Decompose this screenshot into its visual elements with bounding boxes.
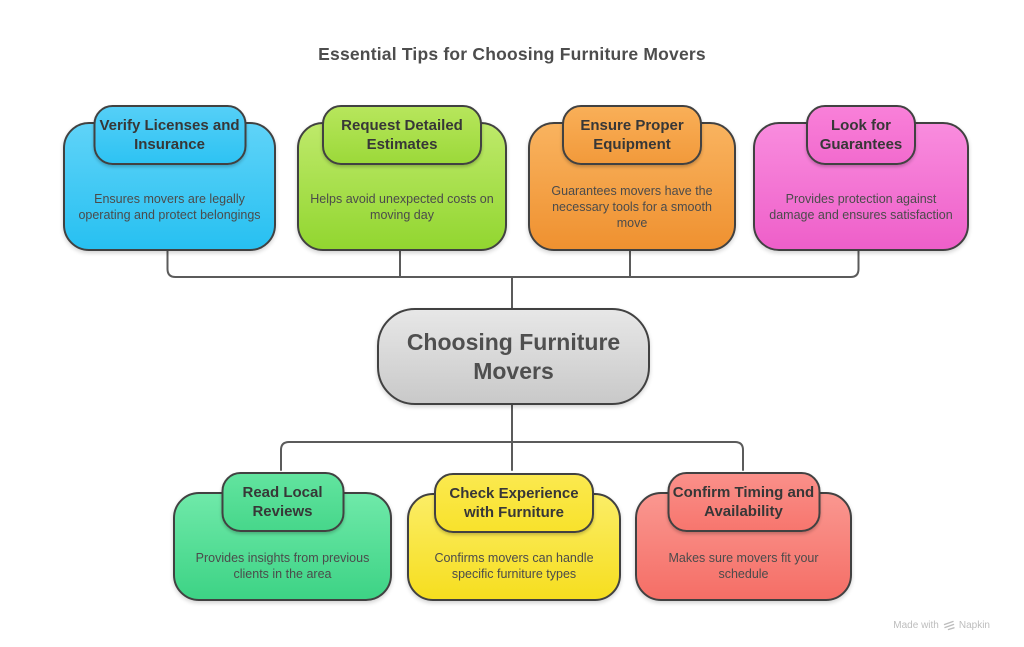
napkin-logo-icon bbox=[943, 620, 955, 631]
node-check-experience: Check Experience with Furniture Confirms… bbox=[407, 473, 621, 601]
node-title: Look for Guarantees bbox=[819, 117, 903, 153]
node-header-pill: Look for Guarantees bbox=[806, 105, 916, 165]
node-header-pill: Ensure Proper Equipment bbox=[562, 105, 702, 165]
node-description: Confirms movers can handle specific furn… bbox=[434, 551, 594, 581]
node-read-reviews: Read Local Reviews Provides insights fro… bbox=[173, 472, 392, 601]
node-title: Ensure Proper Equipment bbox=[580, 117, 684, 153]
node-header-pill: Read Local Reviews bbox=[221, 472, 344, 532]
node-header-pill: Request Detailed Estimates bbox=[322, 105, 482, 165]
node-center-topic: Choosing Furniture Movers bbox=[377, 308, 650, 405]
node-title: Confirm Timing and Availability bbox=[672, 484, 815, 520]
node-header-pill: Confirm Timing and Availability bbox=[667, 472, 820, 532]
watermark-prefix: Made with bbox=[893, 620, 939, 631]
node-header-pill: Check Experience with Furniture bbox=[434, 473, 594, 533]
diagram-title: Essential Tips for Choosing Furniture Mo… bbox=[318, 44, 706, 64]
node-header-pill: Verify Licenses and Insurance bbox=[93, 105, 246, 165]
node-description: Guarantees movers have the necessary too… bbox=[551, 184, 713, 230]
node-description: Ensures movers are legally operating and… bbox=[78, 192, 261, 222]
node-title: Verify Licenses and Insurance bbox=[99, 117, 240, 153]
node-description: Makes sure movers fit your schedule bbox=[668, 550, 819, 581]
node-title: Read Local Reviews bbox=[242, 484, 323, 520]
node-description: Helps avoid unexpected costs on moving d… bbox=[310, 192, 494, 222]
watermark-brand: Napkin bbox=[958, 620, 990, 631]
node-request-estimates: Request Detailed Estimates Helps avoid u… bbox=[297, 105, 507, 251]
node-title: Request Detailed Estimates bbox=[341, 117, 463, 153]
node-title: Check Experience with Furniture bbox=[449, 485, 579, 521]
node-confirm-timing: Confirm Timing and Availability Makes su… bbox=[635, 472, 852, 601]
node-look-for-guarantees: Look for Guarantees Provides protection … bbox=[753, 105, 969, 251]
node-verify-licenses: Verify Licenses and Insurance Ensures mo… bbox=[63, 105, 276, 251]
node-description: Provides protection against damage and e… bbox=[769, 192, 953, 222]
center-topic-label: Choosing Furniture Movers bbox=[406, 328, 621, 384]
node-proper-equipment: Ensure Proper Equipment Guarantees mover… bbox=[528, 105, 736, 251]
watermark: Made with Napkin bbox=[893, 620, 990, 631]
node-description: Provides insights from previous clients … bbox=[195, 550, 370, 581]
